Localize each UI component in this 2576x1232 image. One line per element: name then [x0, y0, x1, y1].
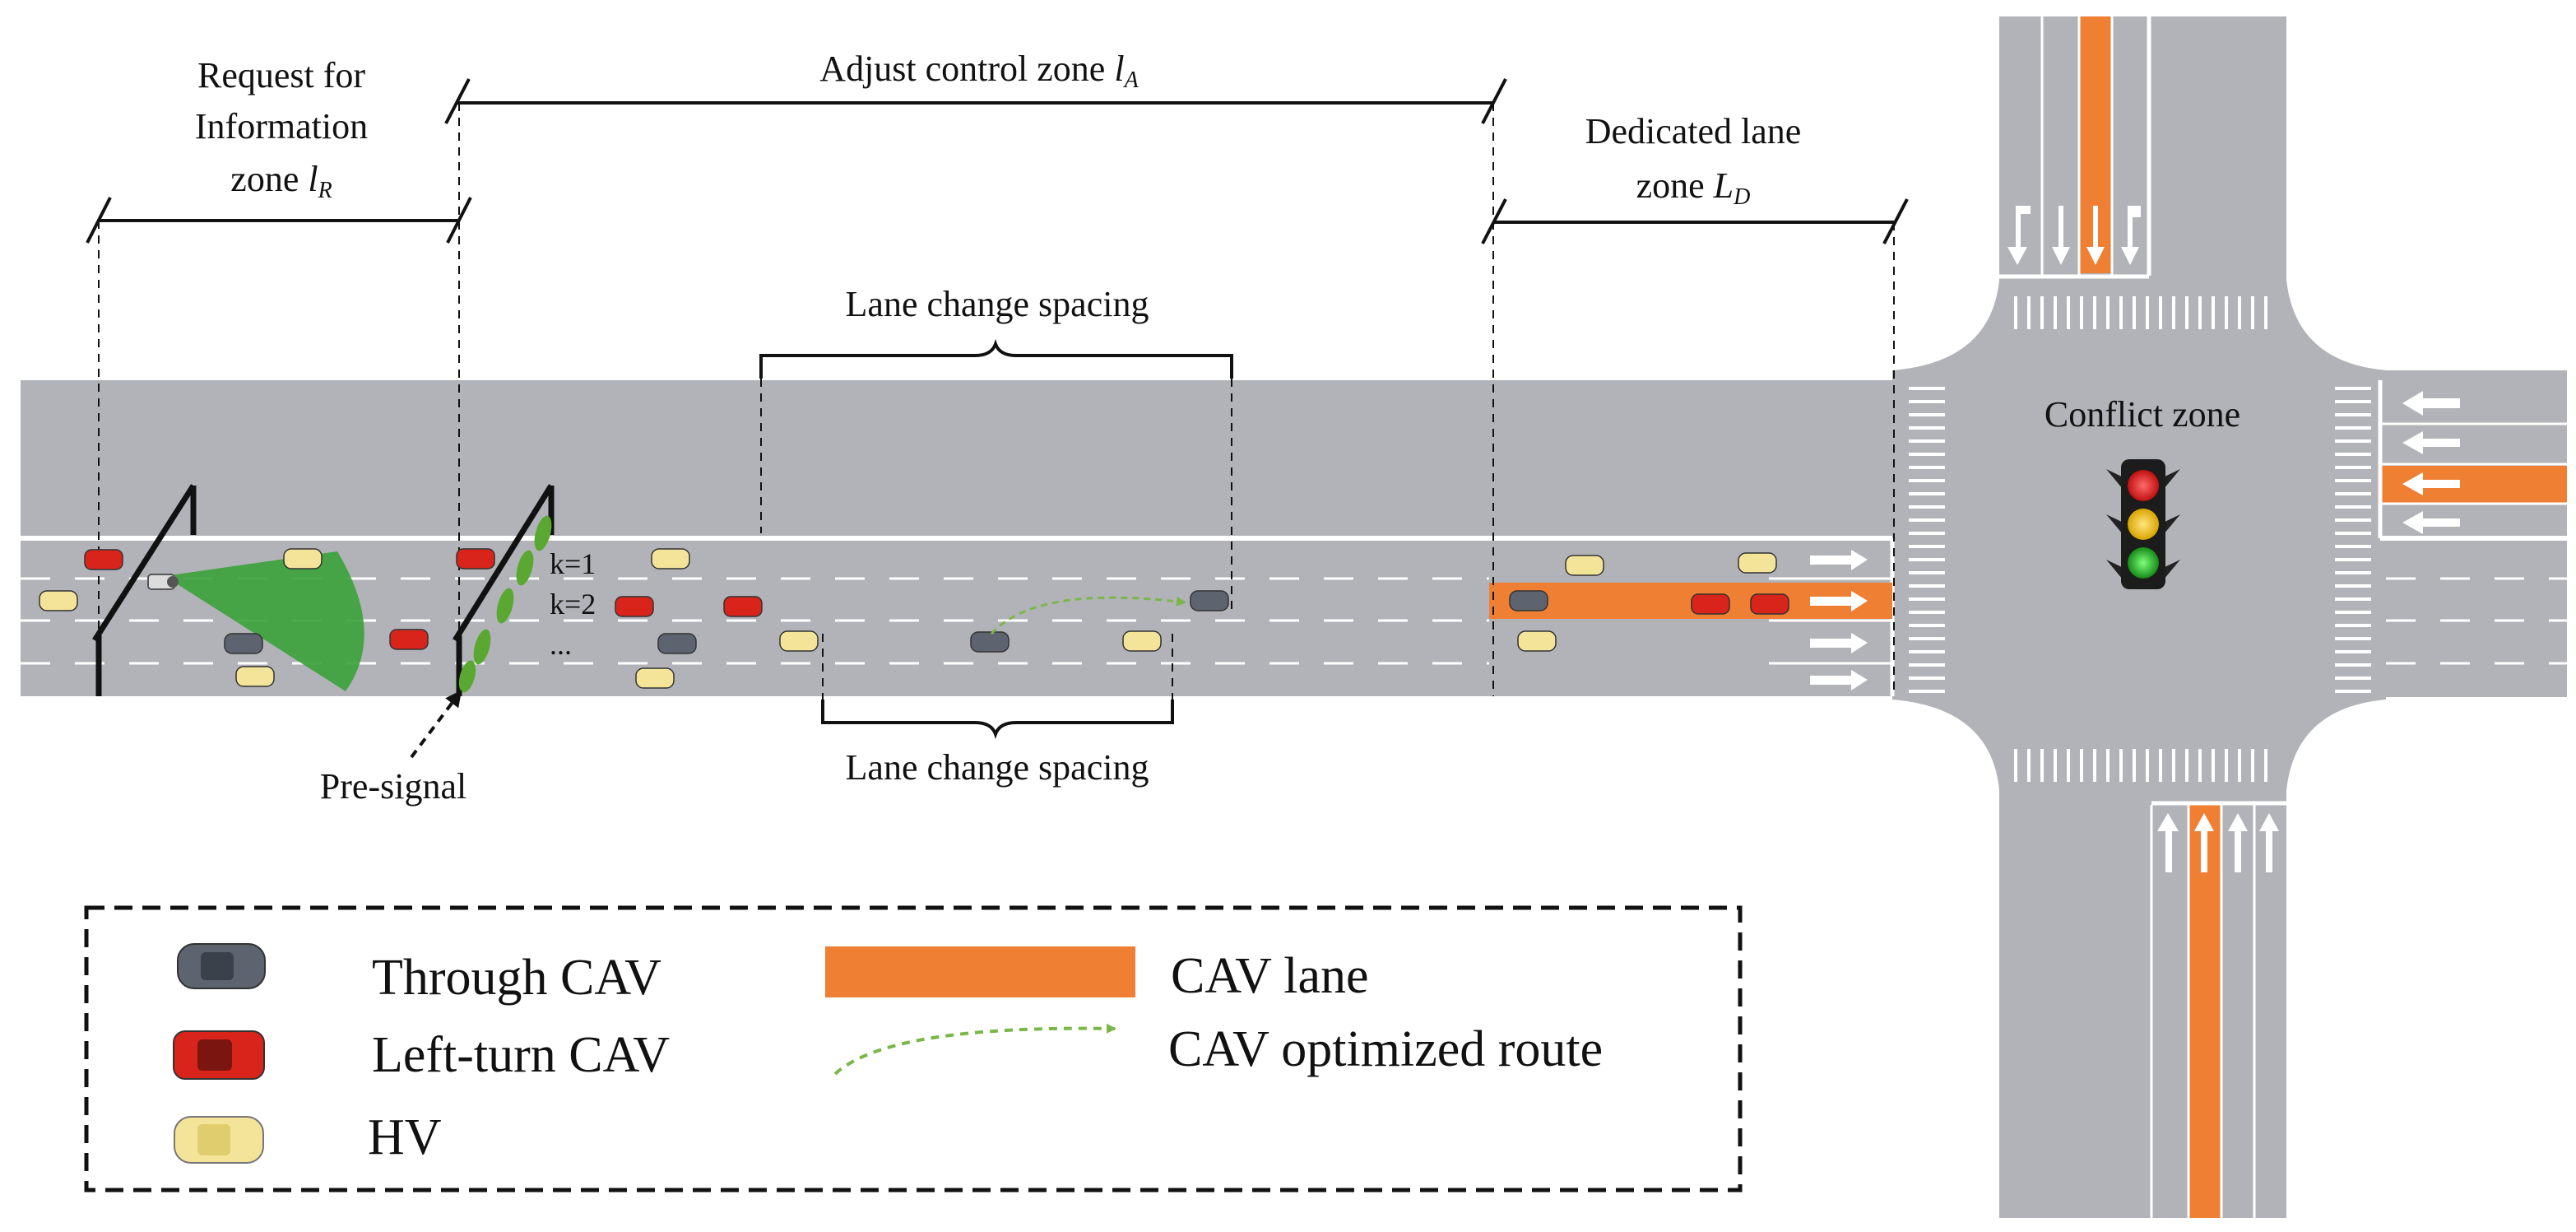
- dedicated-zone-line2: zone LD: [1636, 165, 1751, 210]
- white-lane-arrow-icon: [2157, 813, 2279, 872]
- legend-cav-route-label: CAV optimized route: [1168, 1021, 1603, 1077]
- lane-change-spacing-top: Lane change spacing: [846, 284, 1149, 324]
- south-approach: [2150, 801, 2286, 1218]
- pre-signal-gantry: [410, 484, 555, 759]
- k1-label: k=1: [550, 547, 596, 580]
- hv-vehicle: [39, 548, 1777, 689]
- crosswalk-east: [2335, 387, 2371, 693]
- legend-through-cav-label: Through CAV: [372, 950, 661, 1006]
- conflict-zone-label: Conflict zone: [2045, 394, 2240, 435]
- crosswalk-west: [1909, 387, 1945, 693]
- legend-cav-lane-label: CAV lane: [1171, 948, 1369, 1004]
- north-approach: [1999, 16, 2151, 279]
- legend-hv-label: HV: [368, 1109, 442, 1165]
- vehicles: [39, 548, 1789, 689]
- legend-cav-lane-swatch: [825, 946, 1135, 997]
- crosswalk-south: [2014, 749, 2267, 782]
- white-lane-arrow-icon: [1810, 550, 1868, 690]
- lane-change-spacing-bottom: Lane change spacing: [846, 747, 1149, 788]
- through-cav-vehicle: [224, 590, 1548, 654]
- white-lane-arrow-icon: [2007, 206, 2141, 265]
- request-zone-line2: Information: [195, 106, 368, 146]
- legend-hv-icon: [174, 1116, 264, 1164]
- zone-dimensions: [86, 78, 1909, 696]
- cav-lane-south: [2188, 805, 2221, 1218]
- crosswalk-north: [2014, 296, 2267, 329]
- legend-left-turn-cav-label: Left-turn CAV: [372, 1027, 670, 1083]
- cav-route-path: [990, 596, 1186, 635]
- legend-border: [84, 905, 1743, 1192]
- pre-signal-lights: [458, 515, 552, 693]
- dedicated-zone-line1: Dedicated lane: [1585, 111, 1802, 151]
- legend-left-turn-cav-icon: [173, 1030, 265, 1080]
- detector-gantry: [92, 484, 364, 696]
- crosswalks: [1909, 296, 2371, 782]
- legend-cav-route-arrow: [833, 1023, 1116, 1076]
- camera-icon: [147, 574, 179, 590]
- adjust-zone-label: Adjust control zone lA: [819, 49, 1139, 93]
- request-zone-line3: zone lR: [230, 159, 332, 203]
- pre-signal-pointer: [410, 690, 462, 759]
- lane-change-brace-top: [759, 339, 1233, 616]
- legend-through-cav-icon: [177, 943, 266, 989]
- request-zone-line1: Request for: [197, 55, 365, 95]
- legend: Through CAV Left-turn CAV HV CAV lane CA…: [84, 905, 1743, 1192]
- detection-area: [165, 551, 364, 691]
- left-turn-cav-vehicle: [84, 548, 1789, 650]
- east-approach: [2378, 380, 2567, 665]
- k2-label: k=2: [550, 588, 596, 621]
- traffic-light-icon: [2106, 459, 2180, 589]
- zone-labels: Request for Information zone lR Adjust c…: [195, 49, 2240, 807]
- k-more-label: ...: [550, 628, 572, 661]
- lane-change-brace-bottom: [821, 634, 1174, 739]
- white-lane-arrow-icon: [2402, 391, 2460, 534]
- pre-signal-label: Pre-signal: [320, 766, 466, 807]
